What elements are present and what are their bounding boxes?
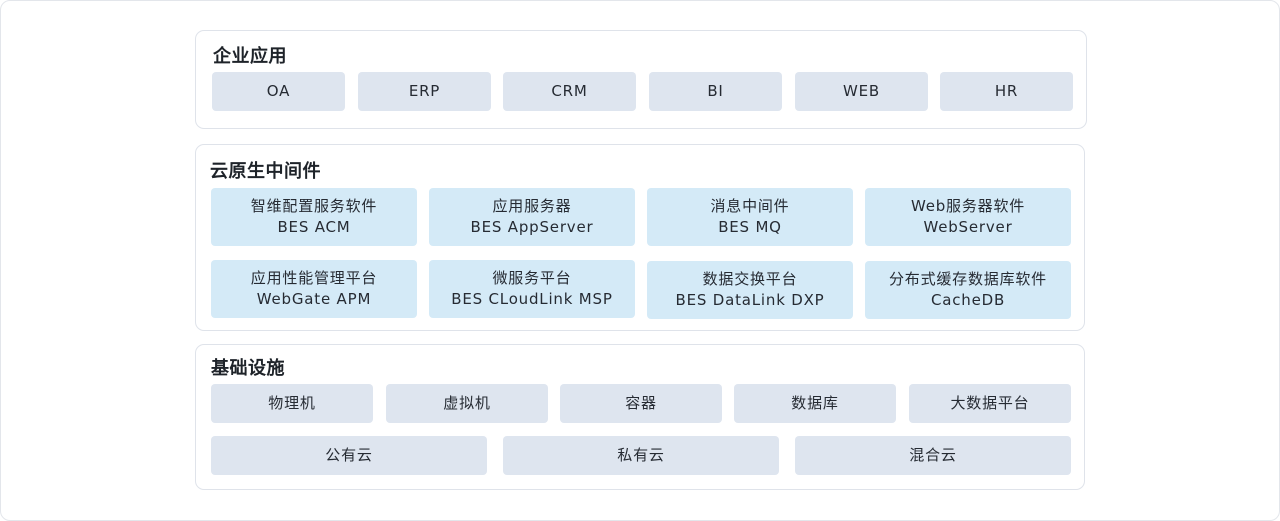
middleware-box-webserver: Web服务器软件 WebServer [865, 188, 1071, 246]
app-box-hr: HR [940, 72, 1073, 111]
infra-label: 虚拟机 [443, 394, 491, 412]
infra-box-container: 容器 [560, 384, 722, 423]
middleware-name: 应用性能管理平台 [250, 269, 378, 287]
middleware-name: 应用服务器 [492, 197, 572, 215]
middleware-product: BES AppServer [470, 218, 594, 236]
app-box-oa: OA [212, 72, 345, 111]
app-label: WEB [843, 82, 880, 100]
app-box-web: WEB [795, 72, 928, 111]
app-label: ERP [408, 82, 441, 100]
infra-label: 物理机 [268, 394, 316, 412]
middleware-name: 微服务平台 [492, 269, 572, 287]
infra-label: 混合云 [909, 446, 957, 464]
middleware-box-mq: 消息中间件 BES MQ [647, 188, 853, 246]
middleware-name: 分布式缓存数据库软件 [888, 270, 1047, 288]
infra-box-private-cloud: 私有云 [503, 436, 779, 475]
infra-box-database: 数据库 [734, 384, 896, 423]
middleware-name: 智维配置服务软件 [250, 197, 378, 215]
middleware-name: 消息中间件 [710, 197, 790, 215]
middleware-box-dxp: 数据交换平台 BES DataLink DXP [647, 261, 853, 319]
middleware-title: 云原生中间件 [210, 161, 321, 182]
middleware-box-appserver: 应用服务器 BES AppServer [429, 188, 635, 246]
middleware-box-apm: 应用性能管理平台 WebGate APM [211, 260, 417, 318]
middleware-name: Web服务器软件 [910, 197, 1026, 215]
app-label: CRM [551, 82, 588, 100]
app-label: OA [266, 82, 291, 100]
infra-label: 私有云 [617, 446, 665, 464]
infra-box-physical-machine: 物理机 [211, 384, 373, 423]
enterprise-apps-title: 企业应用 [213, 46, 287, 67]
middleware-box-msp: 微服务平台 BES CLoudLink MSP [429, 260, 635, 318]
infra-box-hybrid-cloud: 混合云 [795, 436, 1071, 475]
infra-box-big-data-platform: 大数据平台 [909, 384, 1071, 423]
middleware-name: 数据交换平台 [702, 270, 798, 288]
middleware-product: WebServer [923, 218, 1013, 236]
app-box-bi: BI [649, 72, 782, 111]
middleware-product: CacheDB [930, 291, 1006, 309]
app-box-erp: ERP [358, 72, 491, 111]
app-label: HR [994, 82, 1019, 100]
infra-label: 容器 [625, 394, 657, 412]
middleware-box-acm: 智维配置服务软件 BES ACM [211, 188, 417, 246]
infrastructure-title: 基础设施 [211, 358, 285, 379]
infra-label: 大数据平台 [950, 394, 1030, 412]
app-box-crm: CRM [503, 72, 636, 111]
middleware-product: BES DataLink DXP [675, 291, 825, 309]
infra-label: 数据库 [791, 394, 839, 412]
middleware-product: WebGate APM [256, 290, 372, 308]
infra-box-public-cloud: 公有云 [211, 436, 487, 475]
middleware-product: BES MQ [718, 218, 782, 236]
middleware-box-cachedb: 分布式缓存数据库软件 CacheDB [865, 261, 1071, 319]
app-label: BI [707, 82, 724, 100]
infra-label: 公有云 [325, 446, 373, 464]
infra-box-virtual-machine: 虚拟机 [386, 384, 548, 423]
middleware-product: BES ACM [277, 218, 351, 236]
middleware-product: BES CLoudLink MSP [451, 290, 613, 308]
